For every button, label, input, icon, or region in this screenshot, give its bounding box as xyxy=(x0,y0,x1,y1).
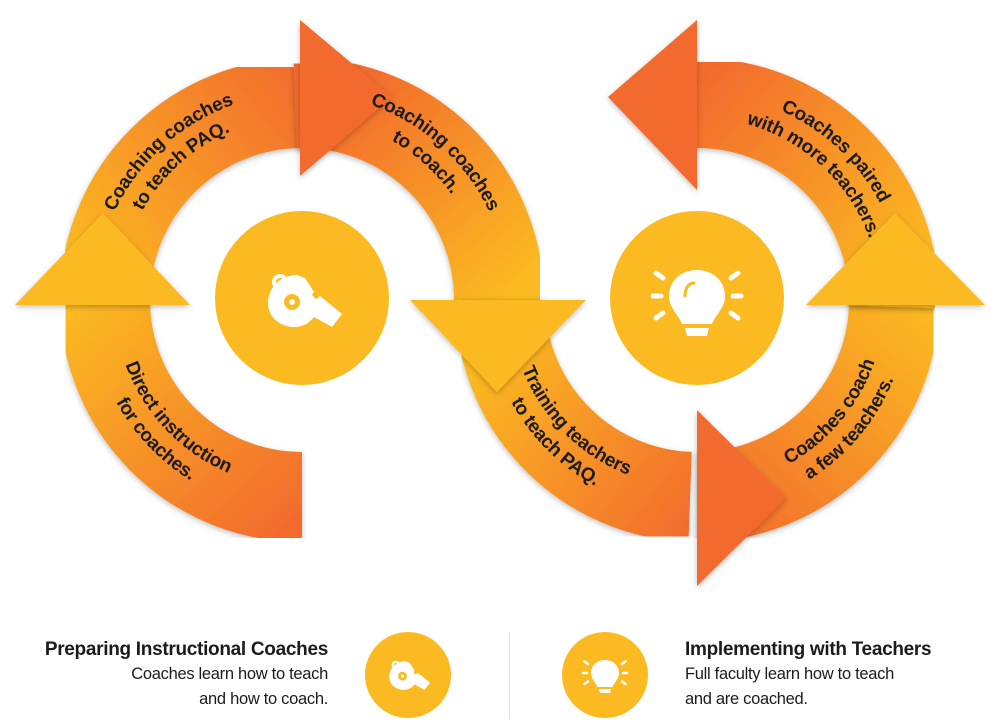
legend-whistle-circle xyxy=(365,632,451,718)
legend-lightbulb-circle xyxy=(562,632,648,718)
arrowhead-up-left xyxy=(15,213,190,305)
legend-description-line: Coaches learn how to teach xyxy=(131,665,328,683)
legend-description-line: and are coached. xyxy=(685,690,808,708)
legend-title: Preparing Instructional Coaches xyxy=(44,639,328,660)
arrowhead-right-bottom xyxy=(697,410,786,586)
arrowhead-down-middle xyxy=(410,300,586,392)
legend-title: Implementing with Teachers xyxy=(685,639,932,660)
arrowhead-left-top xyxy=(608,20,697,190)
lightbulb-icon xyxy=(581,660,629,693)
whistle-icon xyxy=(268,274,342,327)
whistle-icon xyxy=(389,660,430,690)
band-left-lower xyxy=(60,291,304,542)
legend-description-line: and how to coach. xyxy=(199,690,328,708)
legend-implementing-teachers: Implementing with Teachers Full faculty … xyxy=(685,638,932,712)
legend-description-line: Full faculty learn how to teach xyxy=(685,665,894,683)
arrowhead-up-right xyxy=(806,213,985,305)
lightbulb-icon xyxy=(650,270,744,336)
legend-divider xyxy=(509,632,510,719)
legend-preparing-coaches: Preparing Instructional Coaches Coaches … xyxy=(45,638,328,712)
arrowhead-right-top xyxy=(300,20,392,176)
